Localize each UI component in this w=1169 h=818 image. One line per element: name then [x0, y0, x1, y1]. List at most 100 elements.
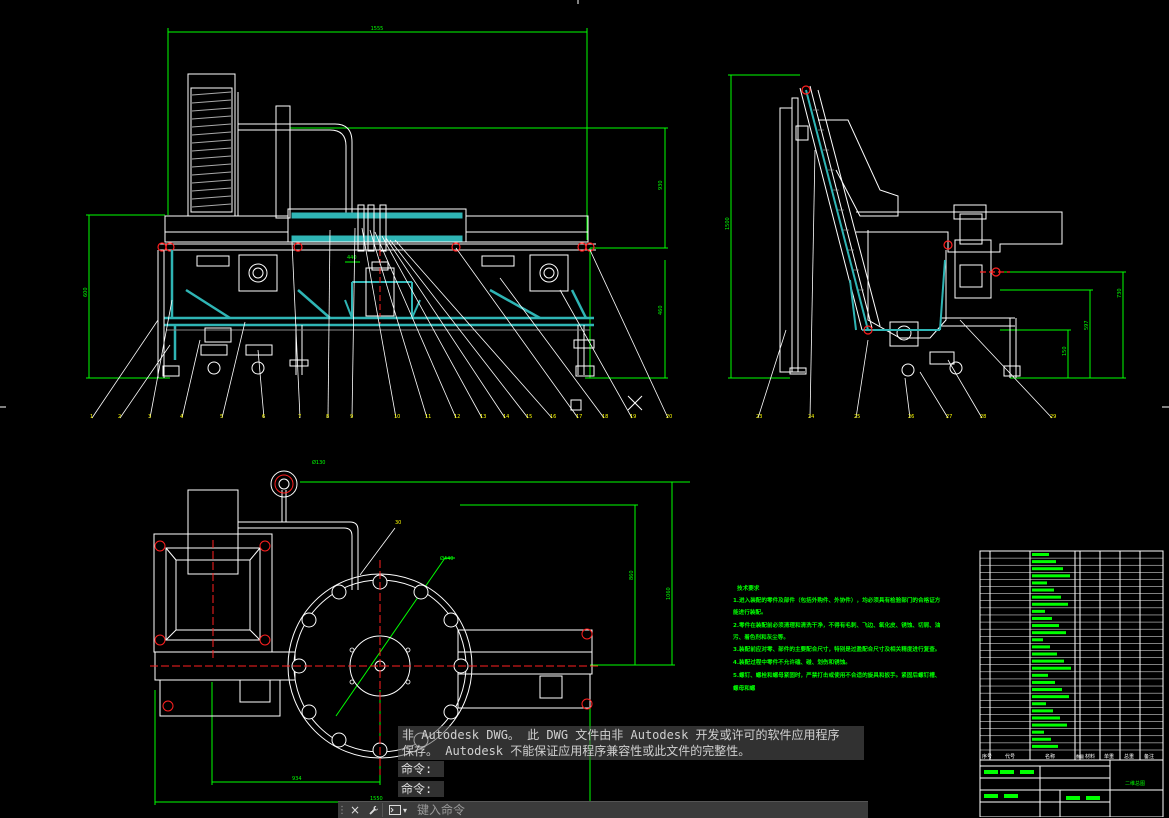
tb-sign-mark — [984, 770, 998, 774]
tb-row-entry — [1032, 567, 1063, 571]
balloon-1: 1 — [90, 414, 93, 420]
tb-sign-mark — [1004, 794, 1018, 798]
balloon-14: 14 — [503, 414, 509, 420]
tb-row-entry — [1032, 709, 1053, 713]
balloon-19: 19 — [630, 414, 636, 420]
tb-header-5: 单重 — [1104, 753, 1114, 760]
tb-row-entry — [1032, 659, 1064, 663]
tb-sign-mark — [1066, 796, 1080, 800]
dim-right-lower: 460 — [658, 305, 664, 315]
side-dim-right: 730 — [1117, 288, 1123, 298]
tb-row-entry — [1032, 588, 1054, 592]
balloon-23: 23 — [756, 414, 762, 420]
tech-note-line-7: 5.螺钉、螺栓和螺母紧固时，严禁打击或使用不合适的旋具和扳手。紧固后螺钉槽、 — [733, 671, 940, 679]
tb-row-entry — [1032, 638, 1043, 642]
warning-line-2: 保存。 Autodesk 不能保证应用程序兼容性或此文件的完整性。 — [402, 744, 751, 758]
balloon-6: 6 — [262, 414, 265, 420]
tb-row-entry — [1032, 645, 1050, 649]
tb-row-entry — [1032, 695, 1069, 699]
tb-title: 二维总图 — [1125, 780, 1145, 787]
balloon-13: 13 — [480, 414, 486, 420]
tb-row-entry — [1032, 595, 1061, 599]
balloon-3: 3 — [148, 414, 151, 420]
tech-notes-title: 技术要求 — [737, 584, 760, 592]
tech-note-line-1: 1.进入装配的零件及部件（包括外购件、外协件），均必须具有检验部门的合格证方 — [733, 596, 941, 604]
side-dim-left: 1500 — [725, 217, 731, 230]
tech-note-line-2: 能进行装配。 — [733, 608, 767, 616]
balloon-8: 8 — [326, 414, 329, 420]
tb-row-entry — [1032, 652, 1057, 656]
balloon-28: 28 — [980, 414, 986, 420]
wrench-icon[interactable] — [364, 802, 382, 818]
tech-note-line-8: 螺母和螺 — [733, 684, 756, 692]
tb-row-entry — [1032, 737, 1051, 741]
balloon-26: 26 — [908, 414, 914, 420]
tb-row-entry — [1032, 744, 1058, 748]
tb-row-entry — [1032, 716, 1060, 720]
tech-note-line-4: 污、着色剂和灰尘等。 — [733, 633, 789, 641]
balloon-2: 2 — [118, 414, 121, 420]
dim-right-height: 930 — [658, 180, 664, 190]
balloon-16: 16 — [550, 414, 556, 420]
tb-row-entry — [1032, 553, 1049, 556]
tb-row-entry — [1032, 616, 1052, 620]
tb-row-entry — [1032, 723, 1067, 727]
balloon-7: 7 — [298, 414, 301, 420]
dim-top-right: 1060 — [666, 587, 672, 600]
balloon-18: 18 — [602, 414, 608, 420]
balloon-17: 17 — [576, 414, 582, 420]
tb-sign-mark — [1000, 770, 1014, 774]
dim-overall-width: 1555 — [371, 26, 384, 32]
tb-row-entry — [1032, 688, 1062, 692]
balloon-30: 30 — [395, 520, 401, 526]
tech-notes: 技术要求 1.进入装配的零件及部件（包括外购件、外协件），均必须具有检验部门的合… — [733, 584, 941, 692]
dim-bottom-width: 934 — [292, 776, 302, 782]
grip-handle-icon[interactable]: ⋮ — [337, 804, 347, 816]
tb-row-entry — [1032, 673, 1048, 677]
title-block: 序号 代号 名称 数量 材料 单重 总重 备注 二维总图 — [979, 550, 1164, 817]
dim-bottom-outer: 1550 — [370, 796, 383, 802]
tb-header-1: 代号 — [1005, 753, 1015, 760]
tb-row-entry — [1032, 560, 1056, 564]
tb-row-entry — [1032, 602, 1068, 606]
command-prompt-icon[interactable]: ▾ — [382, 803, 413, 817]
dim-circle: Ø130 — [312, 459, 325, 466]
tb-sign-mark — [984, 794, 998, 798]
balloon-10: 10 — [394, 414, 400, 420]
side-view: 1500 730 597 150 — [725, 74, 1126, 420]
command-input[interactable] — [413, 803, 868, 817]
tb-sign-mark — [1020, 770, 1034, 774]
command-history-1: 命令: — [398, 761, 444, 777]
tech-note-line-5: 3.装配前应对零、部件的主要配合尺寸，特别是过盈配合尺寸及相关精度进行复查。 — [733, 645, 940, 653]
balloon-11: 11 — [425, 414, 431, 420]
side-dim-mid: 597 — [1084, 320, 1090, 330]
tb-header-7: 备注 — [1144, 753, 1154, 760]
balloon-29: 29 — [1050, 414, 1056, 420]
command-bar: ⋮ × ▾ — [337, 801, 868, 818]
balloon-12: 12 — [454, 414, 460, 420]
tb-sign-mark — [1086, 796, 1100, 800]
balloon-27: 27 — [946, 414, 952, 420]
tb-row-entry — [1032, 702, 1046, 706]
balloon-25: 25 — [854, 414, 860, 420]
tech-note-line-6: 4.装配过程中零件不允许磕、碰、划伤和锈蚀。 — [733, 658, 851, 666]
balloon-5: 5 — [220, 414, 223, 420]
dwg-warning-message: 非 Autodesk DWG。 此 DWG 文件由非 Autodesk 开发或许… — [398, 726, 864, 760]
front-view: 1555 930 600 460 440 — [83, 26, 672, 420]
command-history-2: 命令: — [398, 781, 444, 797]
close-icon[interactable]: × — [349, 803, 361, 817]
tb-header-2: 名称 — [1045, 753, 1055, 760]
tb-row-entry — [1032, 680, 1055, 684]
tb-header-6: 总重 — [1124, 753, 1134, 760]
tb-header-0: 序号 — [982, 753, 992, 760]
balloon-4: 4 — [180, 414, 183, 420]
tb-row-entry — [1032, 666, 1071, 670]
tb-row-entry — [1032, 730, 1044, 734]
tech-note-line-3: 2.零件在装配前必须清理和清洗干净，不得有毛刺、飞边、氧化皮、锈蚀、切屑、油 — [733, 621, 941, 629]
side-dim-low: 150 — [1062, 346, 1068, 356]
tb-row-entry — [1032, 581, 1047, 585]
tb-row-entry — [1032, 574, 1070, 578]
tb-header-4: 材料 — [1085, 753, 1095, 760]
warning-line-1: 非 Autodesk DWG。 此 DWG 文件由非 Autodesk 开发或许… — [402, 728, 840, 742]
